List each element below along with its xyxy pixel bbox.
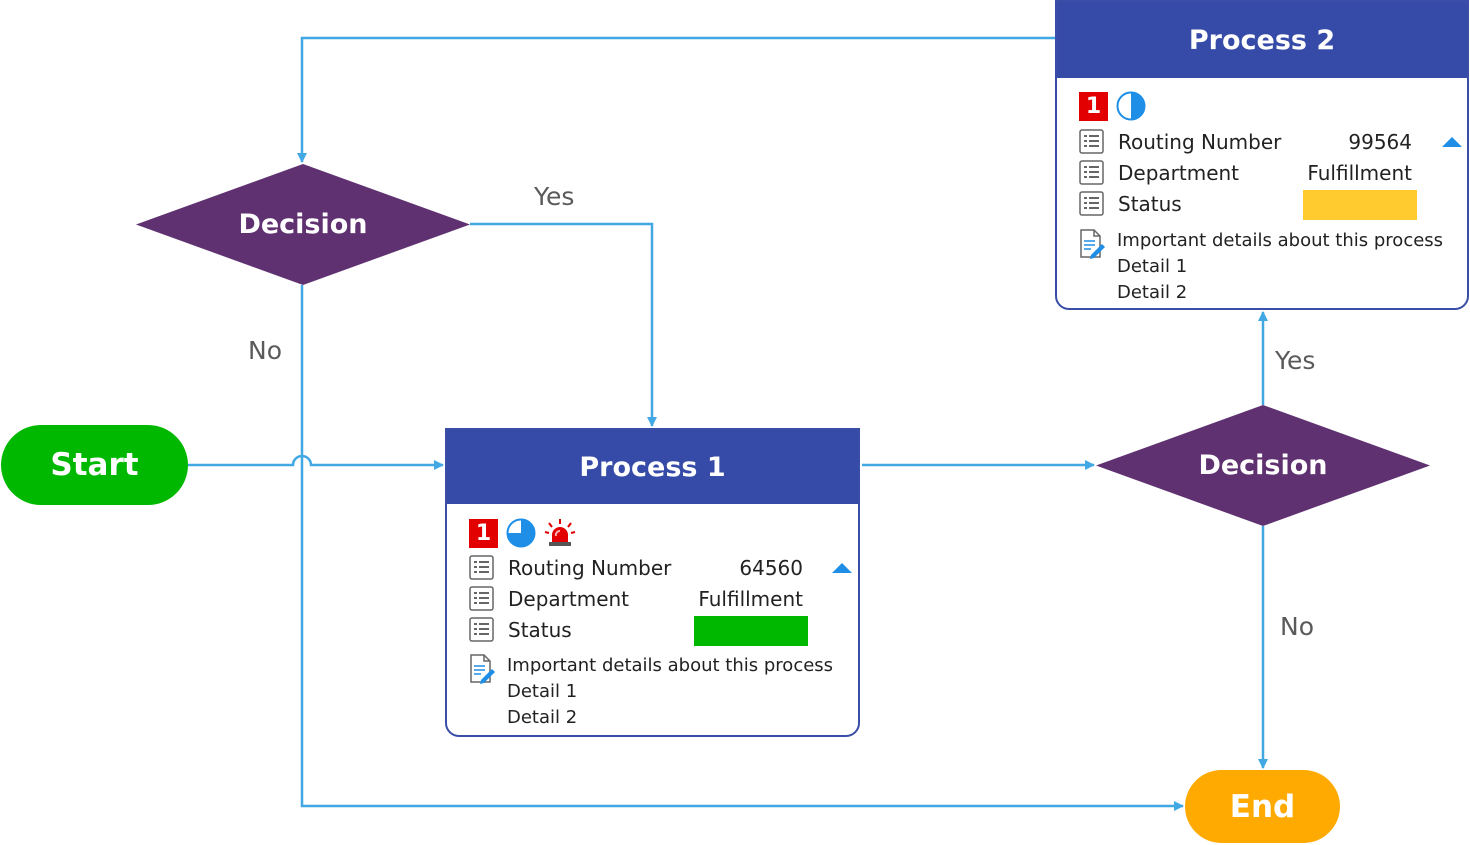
sort-up-icon[interactable] [1442, 137, 1462, 147]
decision-2-yes-label: Yes [1275, 346, 1316, 375]
list-icon [469, 555, 494, 580]
process-2-icons: 1 [1079, 91, 1146, 121]
end-label: End [1229, 788, 1296, 825]
field-name: Department [1118, 160, 1240, 185]
process-1-field-routing: Routing Number [469, 555, 728, 580]
field-name: Status [508, 617, 572, 642]
process-1-routing-value: 64560 [739, 556, 803, 580]
process-1-status-indicator [694, 616, 808, 646]
process-2-title: Process 2 [1057, 2, 1467, 78]
list-icon [469, 617, 494, 642]
sort-up-icon[interactable] [832, 563, 852, 573]
priority-1-icon: 1 [1079, 91, 1108, 121]
decision-1[interactable]: Decision [136, 164, 470, 285]
note-line: Detail 1 [1117, 256, 1188, 277]
process-1-notes: Important details about this process Det… [469, 653, 833, 731]
field-name: Status [1118, 191, 1182, 216]
connector-process2-to-decision1 [297, 36, 1055, 163]
list-icon [1079, 160, 1104, 185]
decision-2-label: Decision [1198, 450, 1328, 481]
notes-title: Important details about this process [1117, 230, 1444, 251]
process-2-status-indicator [1303, 190, 1417, 220]
note-line: Detail 2 [507, 707, 578, 728]
progress-50-icon [1116, 91, 1146, 121]
process-2-department-value: Fulfillment [1307, 161, 1412, 185]
process-2-field-routing: Routing Number [1079, 129, 1338, 154]
process-1-field-status: Status [469, 617, 728, 642]
field-name: Routing Number [1118, 129, 1282, 154]
start-terminator[interactable]: Start [1, 425, 188, 505]
field-name: Department [508, 586, 630, 611]
list-icon [469, 586, 494, 611]
list-icon [1079, 191, 1104, 216]
end-terminator[interactable]: End [1185, 770, 1340, 843]
process-1-field-department: Department [469, 586, 728, 611]
notes-title: Important details about this process [507, 655, 834, 676]
process-1-icons: 1 [469, 518, 576, 548]
decision-2[interactable]: Decision [1096, 405, 1430, 526]
process-1-department-value: Fulfillment [698, 587, 803, 611]
connector-decision1-yes-to-process1 [470, 222, 657, 427]
connector-start-to-process1 [188, 454, 444, 470]
decision-1-yes-label: Yes [534, 182, 575, 211]
process-1-card[interactable]: Process 1 1 Routing Number 6456 [445, 428, 860, 737]
process-2-field-status: Status [1079, 191, 1338, 216]
process-2-routing-value: 99564 [1348, 130, 1412, 154]
alarm-light-icon [544, 519, 576, 546]
list-icon [1079, 129, 1104, 154]
process-2-card[interactable]: Process 2 1 Routing Number 99564 Departm… [1055, 0, 1469, 310]
decision-1-label: Decision [238, 209, 368, 240]
decision-1-no-label: No [248, 336, 282, 365]
process-1-title: Process 1 [447, 430, 858, 504]
progress-75-icon [506, 518, 536, 548]
connector-decision1-no-to-end [300, 285, 1184, 811]
process-2-field-department: Department [1079, 160, 1338, 185]
start-label: Start [50, 447, 139, 483]
note-line: Detail 2 [1117, 282, 1188, 303]
decision-diamond [1096, 405, 1430, 526]
note-line: Detail 1 [507, 681, 578, 702]
field-name: Routing Number [508, 555, 672, 580]
decision-diamond [136, 164, 470, 285]
note-edit-icon [1080, 229, 1105, 259]
note-edit-icon [470, 654, 495, 684]
process-2-notes: Important details about this process Det… [1079, 228, 1443, 306]
decision-2-no-label: No [1280, 612, 1314, 641]
priority-1-icon: 1 [469, 518, 498, 548]
